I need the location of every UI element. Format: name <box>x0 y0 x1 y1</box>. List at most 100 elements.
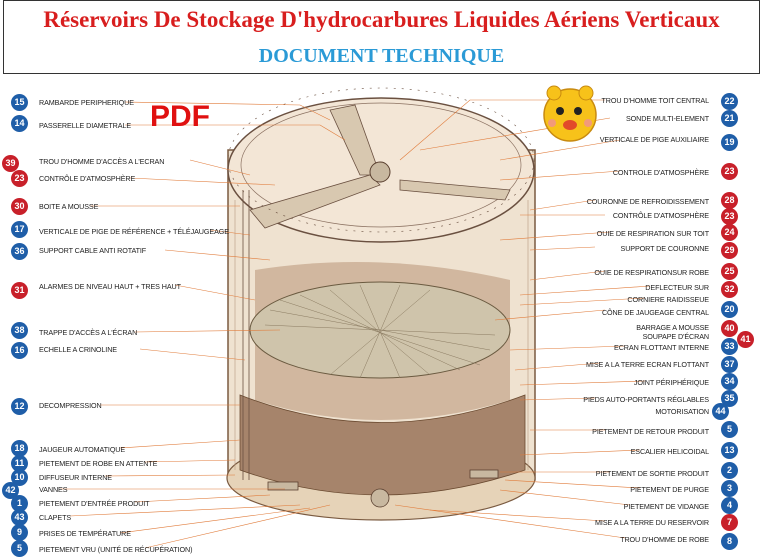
callout-badge-41: 41 <box>737 331 754 348</box>
label-trou-homme-robe: TROU D'HOMME DE ROBE <box>620 535 709 544</box>
label-couronne-refroidissement: COURONNE DE REFROIDISSEMENT <box>586 197 709 206</box>
ladder <box>242 190 250 480</box>
callout-badge-23-left: 23 <box>11 170 28 187</box>
label-pietement-vru: PIETEMENT VRU (unité de récupération) <box>39 545 193 554</box>
shell-seams <box>234 200 529 470</box>
callout-badge-11: 11 <box>11 455 28 472</box>
label-purge: PIETEMENT DE PURGE <box>630 485 709 494</box>
label-joint-peripherique: JOINT PÉRIPHÉRIQUE <box>633 378 709 387</box>
roof-ring <box>240 102 522 228</box>
mascot-icon <box>543 85 597 142</box>
callout-badge-42: 42 <box>2 482 19 499</box>
label-prises-temperature: PRISES DE TEMPÉRATURE <box>39 529 131 538</box>
callout-badge-30: 30 <box>11 198 28 215</box>
callout-badge-34: 34 <box>721 373 738 390</box>
label-alarmes-niveau: ALARMES DE NIVEAU HAUT + TRES HAUT <box>39 282 181 291</box>
label-rambarde: RAMBARDE PERIPHERIQUE <box>39 98 134 107</box>
label-sortie-produit: PIETEMENT DE SORTIE PRODUIT <box>595 469 709 478</box>
callout-badge-10: 10 <box>11 469 28 486</box>
label-support-cable: SUPPORT CABLE ANTI ROTATIF <box>39 246 147 255</box>
callout-badge-5-left: 5 <box>11 540 28 557</box>
label-soupape-ecran: SOUPAPE D'ÉCRAN <box>642 332 710 341</box>
callout-badge-15: 15 <box>11 94 28 111</box>
page-subtitle: DOCUMENT TECHNIQUE <box>258 45 505 67</box>
callout-badge-19: 19 <box>721 134 738 151</box>
label-echelle-crinoline: ECHELLE A CRINOLINE <box>39 345 117 354</box>
callout-badge-9: 9 <box>11 524 28 541</box>
label-ouie-toit: OUIE DE RESPIRATION SUR TOIT <box>596 229 709 238</box>
callout-badge-16: 16 <box>11 342 28 359</box>
callout-badge-8: 8 <box>721 533 738 550</box>
callout-badge-33: 33 <box>721 338 738 355</box>
label-trappe-acces: TRAPPE D'ACCÈS A L'ÉCRAN <box>39 328 138 337</box>
label-trou-homme-toit: TROU D'HOMME TOIT CENTRAL <box>601 96 710 105</box>
label-barrage-mousse: BARRAGE A MOUSSE <box>636 323 709 332</box>
leader-lines <box>60 99 651 549</box>
label-pietement-attente: PIETEMENT DE ROBE EN ATTENTE <box>39 459 158 468</box>
label-diffuseur: DIFFUSEUR INTERNE <box>39 473 112 482</box>
central-hatch <box>369 161 391 183</box>
label-clapets: CLAPETS <box>39 513 72 522</box>
callout-badge-43: 43 <box>11 509 28 526</box>
callout-badge-2: 2 <box>721 462 738 479</box>
callout-badge-36: 36 <box>11 243 28 260</box>
label-pieds-auto: PIEDS AUTO-PORTANTS RÉGLABLES <box>583 395 709 404</box>
callout-badge-3: 3 <box>721 480 738 497</box>
callout-badge-20: 20 <box>721 301 738 318</box>
label-pietement-entree: PIETEMENT D'ENTRÉE PRODUIT <box>39 499 150 508</box>
callout-badge-21: 21 <box>721 110 738 127</box>
callout-badge-44: 44 <box>712 403 729 420</box>
label-boite-mousse: BOITE A MOUSSE <box>39 202 99 211</box>
label-controle-atmosphere-right-1: CONTROLE D'ATMOSPHÈRE <box>612 168 709 177</box>
label-decompression: DECOMPRESSION <box>39 401 102 410</box>
label-controle-atmosphere-right-2: CONTRÔLE D'ATMOSPHÈRE <box>612 211 709 220</box>
label-mise-terre-ecran: MISE A LA TERRE ECRAN FLOTTANT <box>586 360 709 369</box>
callout-badge-32: 32 <box>721 281 738 298</box>
label-vannes: VANNES <box>39 485 68 494</box>
label-motorisation: MOTORISATION <box>655 407 709 416</box>
callout-badge-23-right-2: 23 <box>721 208 738 225</box>
callout-badge-7: 7 <box>721 514 738 531</box>
pdf-stamp: PDF <box>150 100 210 133</box>
label-support-couronne: SUPPORT DE COURONNE <box>620 244 710 253</box>
callout-badge-31: 31 <box>11 282 28 299</box>
label-verticale-pige: VERTICALE DE PIGE DE RÉFÉRENCE + TÉLÉJAU… <box>39 227 229 236</box>
label-vidange: PIETEMENT DE VIDANGE <box>623 502 709 511</box>
screen-grid <box>264 284 496 379</box>
label-ouie-robe: OUIE DE RESPIRATIONSUR ROBE <box>594 268 709 277</box>
callout-badge-24: 24 <box>721 224 738 241</box>
label-escalier: ESCALIER HELICOIDAL <box>630 447 709 456</box>
label-pige-auxiliaire: VERTICALE DE PIGE AUXILIAIRE <box>599 135 709 144</box>
product-level <box>239 394 526 496</box>
page-title: Réservoirs De Stockage D'hydrocarbures L… <box>43 7 720 32</box>
label-trou-homme-ecran: TROU D'HOMME D'ACCÈS A L'ECRAN <box>39 157 165 166</box>
callout-badge-4: 4 <box>721 497 738 514</box>
callout-badge-23-right-1: 23 <box>721 163 738 180</box>
label-corniere: CORNIERE RAIDISSEUE <box>627 295 709 304</box>
pipes <box>267 469 499 508</box>
label-ecran-flottant: ECRAN FLOTTANT INTERNE <box>614 343 709 352</box>
callout-badge-1: 1 <box>11 495 28 512</box>
railing <box>227 87 535 233</box>
label-cone-jaugeage: CÔNE DE JAUGEAGE CENTRAL <box>601 308 709 317</box>
label-controle-atmosphere-left: CONTRÔLE D'ATMOSPHÈRE <box>39 174 136 183</box>
label-sonde-multi: SONDE MULTI-ELEMENT <box>625 114 709 123</box>
callout-badge-37: 37 <box>721 356 738 373</box>
callout-badge-22: 22 <box>721 93 738 110</box>
callout-badge-14: 14 <box>11 115 28 132</box>
roof-walkway-2 <box>249 174 381 229</box>
callout-badge-29: 29 <box>721 242 738 259</box>
roof-walkway-3 <box>399 179 511 201</box>
label-mise-terre-reservoir: MISE A LA TERRE DU RESERVOIR <box>595 518 709 527</box>
callout-badge-13: 13 <box>721 442 738 459</box>
title-box: Réservoirs De Stockage D'hydrocarbures L… <box>3 0 760 74</box>
label-retour-produit: PIETEMENT DE RETOUR PRODUIT <box>592 427 709 436</box>
callout-badge-17: 17 <box>11 221 28 238</box>
label-jaugeur: JAUGEUR AUTOMATIQUE <box>39 445 126 454</box>
callout-badge-28: 28 <box>721 192 738 209</box>
callout-badge-38: 38 <box>11 322 28 339</box>
callout-badge-5-right: 5 <box>721 421 738 438</box>
callout-badge-12: 12 <box>11 398 28 415</box>
callout-badge-35: 35 <box>721 390 738 407</box>
